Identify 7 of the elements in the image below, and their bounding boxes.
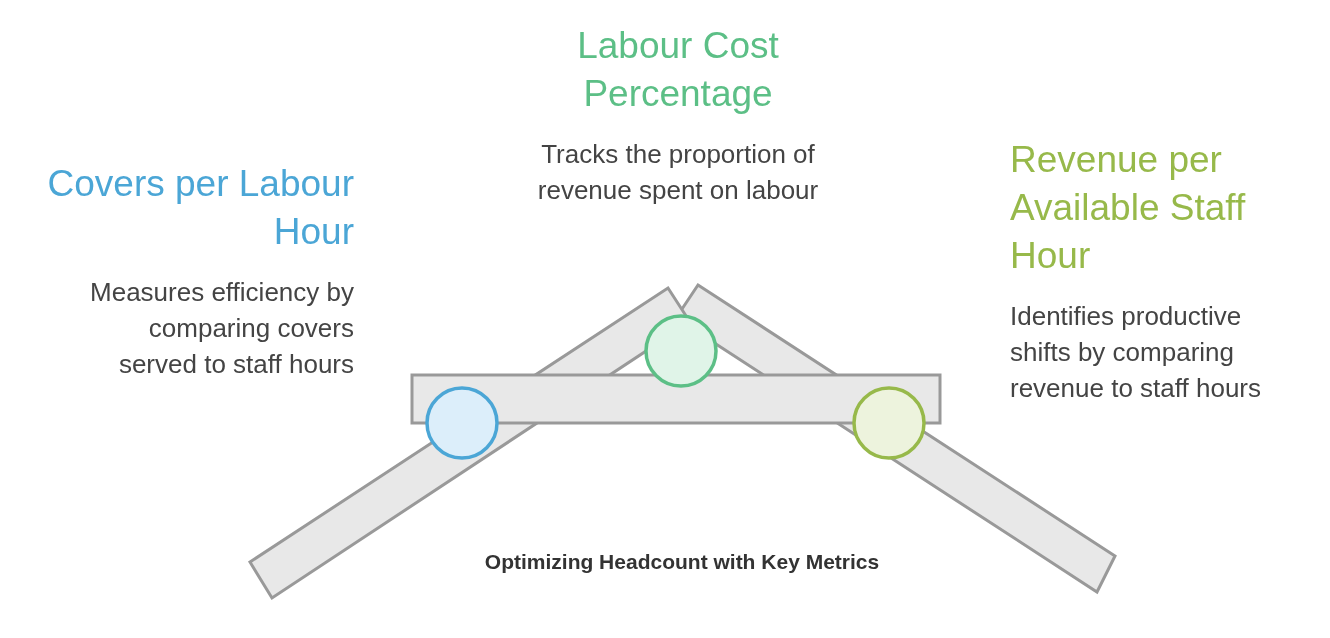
metric-description: Tracks the proportion of revenue spent on labour [536, 138, 820, 207]
metric-description: Measures efficiency by comparing covers served to staff hours [89, 276, 354, 381]
caption: Optimizing Headcount with Key Metrics [484, 550, 880, 574]
metric-title: Labour Cost Percentage [576, 24, 780, 116]
metric-description: Identifies productive shifts by comparing revenue to staff hours [1010, 300, 1262, 405]
metric-title: Covers per Labour Hour [46, 162, 354, 254]
metric-title: Revenue per Available Staff Hour [1010, 138, 1247, 278]
